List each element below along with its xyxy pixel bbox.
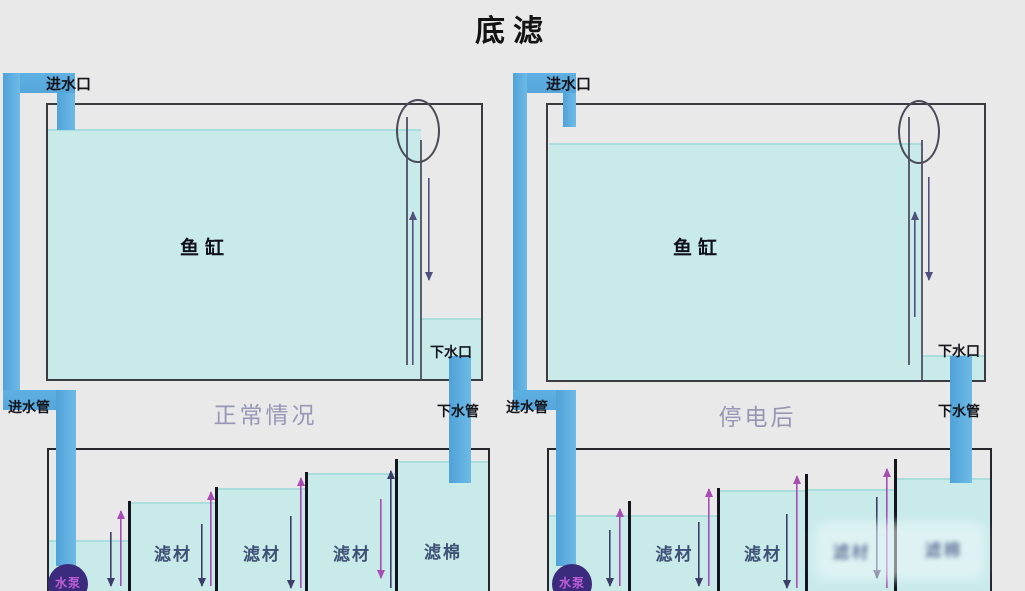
overflow-partition-line bbox=[420, 140, 422, 381]
inlet-pipe-top bbox=[513, 73, 576, 93]
inlet-pipe-sump-drop bbox=[56, 390, 76, 566]
flow-arrow-up bbox=[704, 489, 713, 586]
flow-arrow-down bbox=[376, 499, 385, 578]
flow-arrow-up bbox=[615, 509, 624, 586]
flow-arrow-up bbox=[408, 212, 417, 365]
flow-arrow-down bbox=[694, 522, 703, 586]
media-label-1: 滤材 bbox=[655, 545, 694, 565]
flow-arrow-up bbox=[386, 471, 395, 588]
fish-tank-label: 鱼缸 bbox=[180, 237, 231, 259]
media-label-3: 滤材 bbox=[832, 543, 871, 563]
inlet-pipe-label: 进水管 bbox=[8, 400, 50, 416]
media-label-3: 滤材 bbox=[333, 545, 371, 565]
scenario-caption: 停电后 bbox=[718, 405, 797, 431]
inlet-pipe-elbow bbox=[3, 390, 73, 410]
water-pump: 水泵 bbox=[552, 564, 592, 591]
inlet-pipe-label: 进水管 bbox=[506, 400, 548, 416]
inlet-port-label: 进水口 bbox=[546, 75, 592, 93]
sump-baffle-3 bbox=[305, 472, 308, 591]
flow-arrow-up bbox=[792, 476, 801, 588]
inlet-pipe-sump-drop bbox=[556, 390, 576, 566]
drain-pipe bbox=[449, 356, 471, 483]
flow-arrow-down bbox=[924, 177, 933, 280]
drain-pipe bbox=[950, 356, 972, 483]
media-label-4: 滤棉 bbox=[424, 543, 462, 563]
media-label-2: 滤材 bbox=[243, 545, 281, 565]
flow-arrow-down bbox=[424, 178, 433, 280]
inlet-pipe-top bbox=[3, 73, 75, 93]
inlet-pipe-spout bbox=[57, 93, 75, 130]
flow-arrow-up bbox=[116, 511, 125, 586]
flow-arrow-up bbox=[206, 492, 215, 586]
sump-baffle-3 bbox=[805, 474, 808, 591]
sump-baffle-4 bbox=[395, 459, 398, 591]
flow-arrow-down bbox=[605, 530, 614, 586]
flow-arrow-down bbox=[286, 516, 295, 588]
inlet-port-label: 进水口 bbox=[46, 75, 92, 93]
sump-chamber4-water bbox=[397, 461, 489, 591]
media-label-1: 滤材 bbox=[154, 545, 192, 565]
inlet-pipe-spout bbox=[563, 93, 576, 127]
scenario-caption: 正常情况 bbox=[213, 403, 318, 429]
outlet-port-label: 下水口 bbox=[430, 345, 472, 361]
diagram-title: 底滤 bbox=[475, 14, 551, 49]
overflow-circle bbox=[396, 99, 440, 163]
media-label-2: 滤材 bbox=[744, 545, 782, 565]
flow-arrow-down bbox=[106, 532, 115, 586]
fish-tank-outline bbox=[46, 103, 483, 381]
blur-smudge bbox=[815, 522, 985, 580]
flow-arrow-down bbox=[197, 524, 206, 586]
water-pump: 水泵 bbox=[48, 564, 88, 591]
media-label-4: 滤棉 bbox=[924, 541, 963, 561]
sump-baffle-2 bbox=[215, 487, 218, 591]
sump-outline bbox=[47, 448, 490, 591]
standpipe-line bbox=[406, 117, 408, 365]
flow-arrow-up bbox=[296, 478, 305, 588]
fish-tank-outline bbox=[546, 103, 986, 382]
overflow-circle bbox=[898, 100, 940, 164]
drain-pipe-label: 下水管 bbox=[938, 404, 980, 420]
tank-water bbox=[549, 143, 922, 380]
standpipe-line bbox=[908, 117, 910, 365]
flow-arrow-down bbox=[782, 514, 791, 588]
sump-baffle-1 bbox=[128, 501, 131, 591]
fish-tank-label: 鱼缸 bbox=[673, 237, 724, 259]
sump-baffle-2 bbox=[717, 488, 720, 591]
flow-arrow-up bbox=[910, 212, 919, 317]
tank-water bbox=[48, 129, 421, 379]
inlet-pipe-riser bbox=[3, 73, 20, 410]
sump-outline bbox=[547, 448, 992, 591]
outlet-port-label: 下水口 bbox=[938, 344, 980, 360]
drain-pipe-label: 下水管 bbox=[437, 404, 479, 420]
overflow-partition-line bbox=[921, 140, 923, 382]
sump-baffle-1 bbox=[628, 501, 631, 591]
inlet-pipe-riser bbox=[513, 73, 527, 410]
